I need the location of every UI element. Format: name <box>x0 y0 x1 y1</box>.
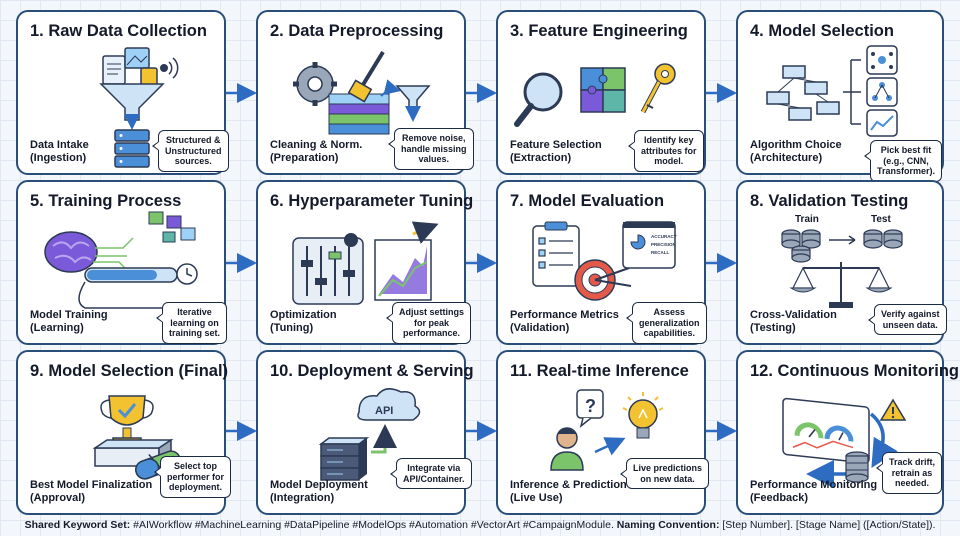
footer-caption: Shared Keyword Set: #AIWorkflow #Machine… <box>0 519 960 531</box>
stage-label: Algorithm Choice(Architecture) <box>750 139 842 164</box>
stage-callout: Pick best fit(e.g., CNN,Transformer). <box>863 140 943 182</box>
stage-label: Feature Selection(Extraction) <box>510 139 602 164</box>
stage-title: 9. Model Selection (Final) <box>30 362 229 380</box>
stage-card-2: 2. Data Preprocessing Remove noise,handl… <box>256 10 474 175</box>
stage-label: Performance Metrics(Validation) <box>510 309 619 334</box>
inference-illustration: ? <box>550 389 664 471</box>
stage-title: 7. Model Evaluation <box>510 192 665 210</box>
stage-title: 5. Training Process <box>30 192 182 210</box>
stage-title: 1. Raw Data Collection <box>30 22 207 40</box>
metric-accuracy-text: ACCURACY <box>651 234 677 239</box>
train-label: Train <box>795 214 819 225</box>
naming-heading: Naming Convention: <box>616 519 720 531</box>
stage-card-7: ACCURACY PRECISION RECALL 7. Model Evalu… <box>496 180 707 345</box>
algorithm-choice-illustration <box>766 45 898 137</box>
stage-label: Cross-Validation(Testing) <box>750 309 837 334</box>
stage-label: Model Deployment(Integration) <box>270 479 368 504</box>
validation-scale-illustration: Train Test <box>781 214 903 308</box>
stage-label: Cleaning & Norm.(Preparation) <box>270 139 363 164</box>
flow-arrow-3-4 <box>706 83 737 103</box>
stage-card-6: 6. Hyperparameter Tuning Adjust settings… <box>256 180 474 345</box>
stage-card-11: ? 11. Real-time Inference Live predictio… <box>496 350 710 515</box>
evaluation-metrics-illustration: ACCURACY PRECISION RECALL <box>532 221 677 301</box>
stage-label: Optimization(Tuning) <box>270 309 337 334</box>
stage-label: Best Model Finalization(Approval) <box>30 479 153 504</box>
metric-recall-text: RECALL <box>651 250 669 255</box>
stage-label: Model Training(Learning) <box>30 309 108 334</box>
question-mark: ? <box>585 396 596 416</box>
stage-title: 10. Deployment & Serving <box>270 362 474 380</box>
stage-title: 8. Validation Testing <box>750 192 909 210</box>
stage-title: 11. Real-time Inference <box>510 362 689 380</box>
stage-card-10: API 10. Deployment & Serving Integrate v… <box>256 350 474 515</box>
naming-text: [Step Number]. [Stage Name] ([Action/Sta… <box>722 519 936 531</box>
stage-label: Inference & Prediction(Live Use) <box>510 479 627 504</box>
flow-arrow-11-12 <box>706 421 737 441</box>
data-cleaning-illustration <box>293 50 431 135</box>
stage-label: Performance Monitoring(Feedback) <box>750 479 878 504</box>
stage-card-12: 12. Continuous Monitoring Track drift,re… <box>736 350 959 515</box>
flow-arrow-1-2 <box>226 83 257 103</box>
flow-arrow-10-11 <box>466 421 497 441</box>
keyword-heading: Shared Keyword Set: <box>24 519 131 531</box>
stage-card-8: Train Test 8. Validation Testing Verify … <box>736 180 947 345</box>
stage-title: 4. Model Selection <box>750 22 894 40</box>
deployment-illustration: API <box>318 388 421 481</box>
monitoring-illustration <box>782 397 907 488</box>
flow-arrow-9-10 <box>226 421 257 441</box>
data-intake-illustration <box>99 47 179 168</box>
stage-title: 12. Continuous Monitoring <box>750 362 959 380</box>
feature-extraction-illustration <box>514 63 676 127</box>
stage-card-4: 4. Model Selection Pick best fit(e.g., C… <box>736 10 944 182</box>
metric-precision-text: PRECISION <box>651 242 676 247</box>
flow-arrow-2-3 <box>466 83 497 103</box>
flow-arrow-7-8 <box>706 253 737 273</box>
test-label: Test <box>871 214 891 225</box>
flow-arrow-5-6 <box>226 253 257 273</box>
stage-card-1: 1. Raw Data Collection Structured &Unstr… <box>16 10 229 175</box>
stage-title: 2. Data Preprocessing <box>270 22 444 40</box>
stage-title: 3. Feature Engineering <box>510 22 688 40</box>
training-brain-illustration <box>44 211 198 309</box>
stage-title: 6. Hyperparameter Tuning <box>270 192 474 210</box>
tuning-sliders-illustration <box>292 221 439 305</box>
api-label: API <box>375 405 393 417</box>
stage-label: Data Intake(Ingestion) <box>30 139 89 164</box>
keyword-list: #AIWorkflow #MachineLearning #DataPipeli… <box>133 519 614 531</box>
flow-arrow-6-7 <box>466 253 497 273</box>
